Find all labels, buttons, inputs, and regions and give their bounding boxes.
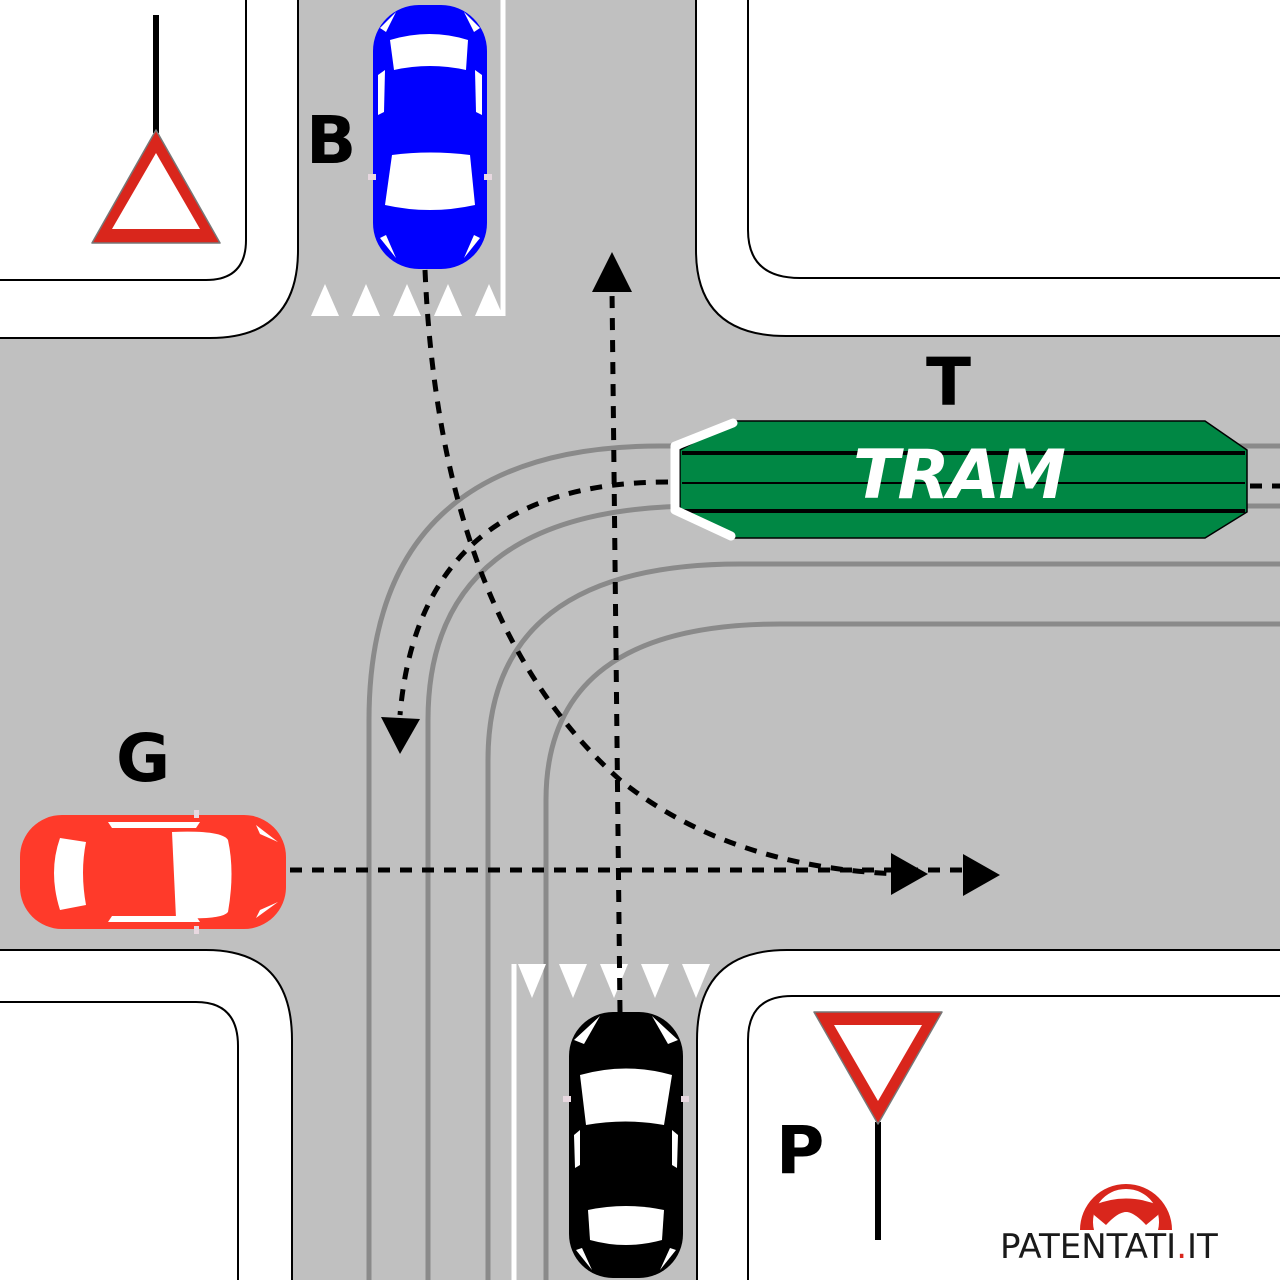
sidewalk-bottom-left	[0, 949, 293, 1280]
give-way-teeth-north	[311, 284, 503, 316]
car-p[interactable]	[563, 1012, 689, 1278]
car-taillight	[576, 1248, 592, 1270]
car-taillight	[660, 1248, 676, 1270]
road-markings	[311, 0, 710, 1280]
car-side-window	[108, 916, 200, 922]
car-headlight	[380, 12, 396, 32]
car-side-window	[672, 1130, 678, 1168]
car-mirror	[194, 810, 199, 818]
tram-body-text: TRAM	[853, 436, 1066, 515]
car-headlight	[652, 1016, 678, 1044]
steering-wheel-icon	[1080, 1184, 1172, 1230]
give-way-teeth-south	[518, 964, 710, 998]
car-headlight	[464, 12, 480, 32]
tram-tracks	[366, 443, 1280, 1280]
curb-bottom-right	[747, 995, 1280, 1280]
track-rail	[543, 621, 1280, 1280]
tram-body	[679, 420, 1248, 539]
car-mirror	[194, 926, 199, 934]
track-rail	[425, 503, 1280, 1280]
sidewalk-top-right	[695, 0, 1280, 337]
car-headlight	[256, 902, 278, 918]
track-rail	[485, 561, 1280, 1280]
vehicle-label-t: T	[926, 344, 972, 421]
car-side-window	[108, 822, 200, 828]
curb-top-left	[0, 0, 247, 281]
car-windshield	[390, 34, 468, 70]
car-side-window	[574, 1130, 580, 1168]
vehicle-label-p: P	[776, 1112, 825, 1189]
logo-text: PATENTATI.IT	[1000, 1230, 1218, 1264]
path-arrowheads	[381, 252, 1000, 896]
car-side-window	[475, 70, 482, 115]
danger-triangle-icon	[91, 15, 221, 244]
vehicle-label-g: G	[116, 720, 171, 797]
logo-suffix: IT	[1187, 1227, 1218, 1267]
curb-bottom-left	[0, 1001, 239, 1280]
car-b[interactable]	[368, 5, 492, 269]
car-mirror	[368, 174, 376, 180]
car-windshield	[172, 831, 232, 919]
car-taillight	[380, 235, 396, 258]
car-mirror	[484, 174, 492, 180]
tram-front-bumper	[670, 418, 738, 541]
car-taillight	[464, 235, 480, 258]
logo-dot: .	[1176, 1227, 1187, 1267]
car-mirror	[563, 1096, 571, 1102]
vehicle-paths	[290, 269, 1280, 1013]
vehicle-label-b: B	[306, 102, 357, 179]
arrowhead-icon	[592, 252, 632, 292]
path-b-left-turn	[422, 269, 901, 877]
car-rear-window	[385, 152, 475, 210]
car-rear-window	[588, 1206, 664, 1245]
car-g[interactable]	[20, 810, 286, 934]
arrowhead-icon	[891, 853, 928, 895]
car-side-window	[378, 70, 385, 115]
tram-t[interactable]	[670, 418, 1248, 541]
logo-main: PATENTATI	[1000, 1227, 1177, 1267]
path-p-straight	[609, 289, 623, 1013]
arrowhead-icon	[381, 717, 420, 754]
give-way-icon	[813, 1011, 943, 1240]
track-rail	[366, 443, 1280, 1280]
curb-top-right	[747, 0, 1280, 279]
path-t-left-turn	[397, 479, 669, 716]
car-rear-window	[54, 838, 86, 910]
car-headlight	[574, 1016, 600, 1044]
car-windshield	[580, 1068, 672, 1125]
car-mirror	[681, 1096, 689, 1102]
arrowhead-icon	[963, 854, 1000, 896]
car-headlight	[256, 825, 278, 842]
